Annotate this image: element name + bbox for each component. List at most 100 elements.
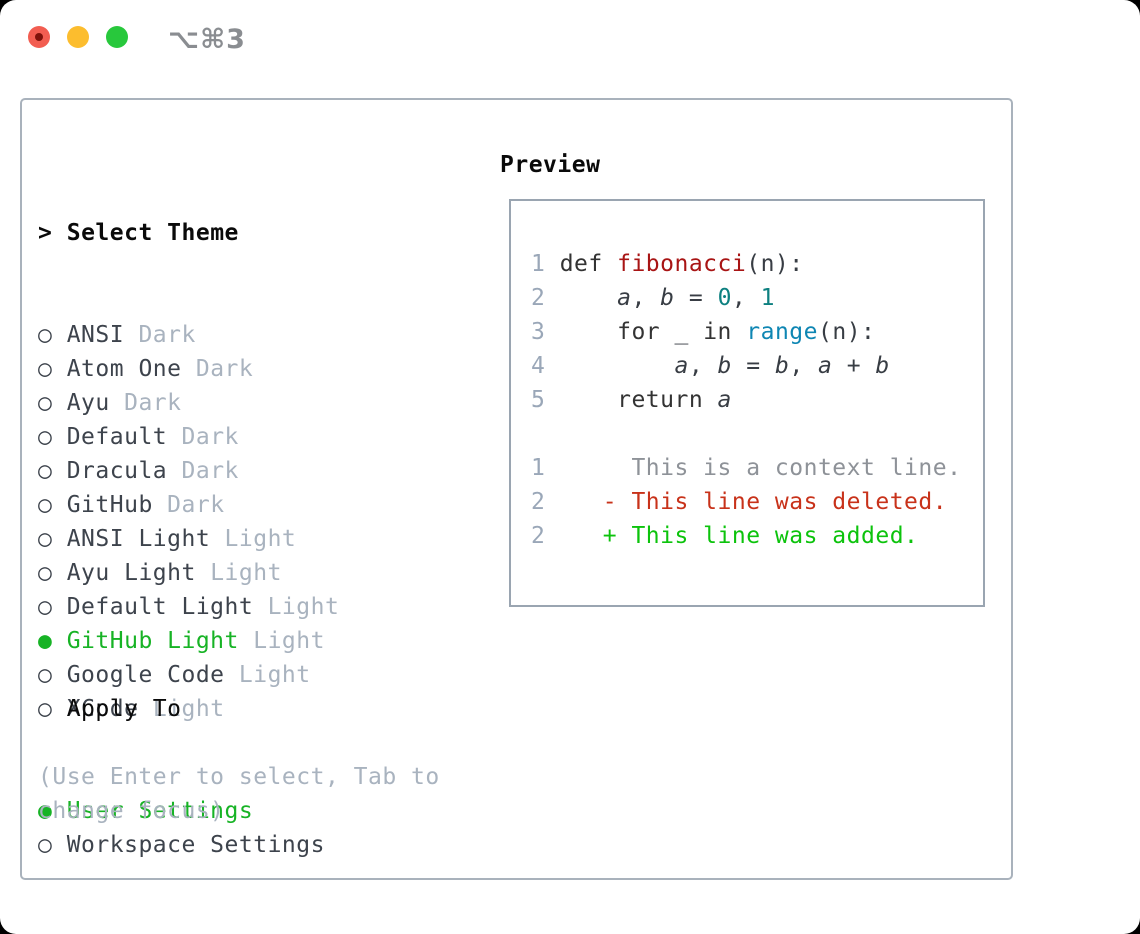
theme-option-ansi[interactable]: ○ ANSI Dark	[38, 318, 339, 352]
code-line: 2 + This line was added.	[531, 519, 961, 553]
theme-name: XCode	[66, 696, 139, 722]
radio-unselected-icon: ○	[38, 492, 67, 518]
apply-to-header: Apply To	[66, 696, 182, 722]
theme-option-google-code[interactable]: ○ Google Code Light	[38, 658, 339, 692]
code-segment: 0	[717, 285, 732, 311]
line-number: 2	[531, 523, 560, 549]
code-line: 2 a, b = 0, 1	[531, 281, 961, 315]
theme-variant-tag: Dark	[124, 390, 182, 416]
theme-option-dracula[interactable]: ○ Dracula Dark	[38, 454, 339, 488]
theme-variant-tag: Dark	[138, 322, 196, 348]
code-segment: range	[746, 319, 818, 345]
theme-option-default-light[interactable]: ○ Default Light Light	[38, 590, 339, 624]
apply-to-header-row: Apply To	[38, 692, 325, 726]
code-line: 5 return a	[531, 383, 961, 417]
code-segment: a	[818, 353, 833, 379]
code-segment: return	[617, 387, 704, 413]
apply-option-label: Workspace Settings	[66, 832, 325, 858]
zoom-button-icon[interactable]	[106, 26, 128, 48]
code-segment: This is a context line.	[559, 455, 962, 481]
theme-name: ANSI	[66, 322, 125, 348]
apply-option-workspace-settings[interactable]: ○ Workspace Settings	[38, 828, 325, 862]
theme-option-ayu[interactable]: ○ Ayu Dark	[38, 386, 339, 420]
theme-variant-tag: Light	[152, 696, 225, 722]
theme-name: Ayu	[66, 390, 110, 416]
code-line: 1 This is a context line.	[531, 451, 961, 485]
theme-name: GitHub Light	[66, 628, 239, 654]
theme-name: Google Code	[66, 662, 225, 688]
theme-option-github[interactable]: ○ GitHub Dark	[38, 488, 339, 522]
code-segment: =	[674, 285, 718, 311]
code-segment: _	[660, 319, 704, 345]
theme-option-ayu-light[interactable]: ○ Ayu Light Light	[38, 556, 339, 590]
code-segment	[560, 319, 617, 345]
code-segment: ,	[731, 285, 761, 311]
code-segment	[732, 319, 746, 345]
code-segment: b	[717, 353, 732, 379]
code-segment	[703, 387, 717, 413]
code-line: 4 a, b = b, a + b	[531, 349, 961, 383]
close-button-icon[interactable]	[28, 26, 50, 48]
theme-variant-tag: Light	[253, 628, 325, 654]
line-number: 2	[531, 285, 560, 311]
theme-option-github-light[interactable]: ● GitHub Light Light	[38, 624, 339, 658]
code-segment: a	[617, 285, 632, 311]
code-segment: ,	[789, 353, 819, 379]
theme-name: Ayu Light	[66, 560, 196, 586]
code-line: 2 - This line was deleted.	[531, 485, 961, 519]
theme-name: Atom One	[66, 356, 182, 382]
line-number: 2	[531, 489, 560, 515]
code-segment: def	[559, 251, 618, 277]
code-line: 3 for _ in range(n):	[531, 315, 961, 349]
code-segment: b	[774, 353, 790, 379]
apply-to-item-list: ● User Settings○ Workspace Settings	[38, 794, 325, 862]
spacer	[110, 390, 124, 416]
radio-unselected-icon: ○	[38, 696, 67, 722]
theme-name: GitHub	[66, 492, 153, 518]
theme-option-atom-one[interactable]: ○ Atom One Dark	[38, 352, 339, 386]
radio-selected-icon: ●	[38, 798, 67, 824]
line-number: 1	[531, 455, 560, 481]
theme-variant-tag: Dark	[181, 458, 239, 484]
code-segment	[560, 387, 617, 413]
minimize-button-icon[interactable]	[67, 26, 89, 48]
code-segment: (n):	[818, 319, 876, 345]
code-segment	[560, 353, 675, 379]
code-segment: a	[717, 387, 732, 413]
theme-option-xcode[interactable]: ○ XCode Light	[38, 692, 339, 726]
code-line	[531, 417, 961, 451]
code-segment: 1	[760, 285, 775, 311]
code-segment: (n):	[746, 251, 804, 277]
code-segment: for	[617, 319, 661, 345]
radio-unselected-icon: ○	[38, 356, 67, 382]
apply-option-label: User Settings	[66, 798, 254, 824]
spacer	[253, 594, 267, 620]
code-segment	[560, 285, 617, 311]
line-number: 5	[531, 387, 560, 413]
prompt-icon: >	[38, 220, 53, 246]
line-number: 3	[531, 319, 560, 345]
theme-variant-tag: Dark	[181, 424, 239, 450]
code-segment: fibonacci	[617, 251, 747, 277]
code-segment: +	[832, 353, 876, 379]
theme-name: Default Light	[66, 594, 254, 620]
theme-name: Default	[66, 424, 168, 450]
radio-unselected-icon: ○	[38, 424, 67, 450]
theme-option-default[interactable]: ○ Default Dark	[38, 420, 339, 454]
spacer	[167, 458, 181, 484]
theme-menu-header-row: > Select Theme	[38, 216, 339, 250]
apply-option-user-settings[interactable]: ● User Settings	[38, 794, 325, 828]
code-segment: ,	[631, 285, 661, 311]
theme-menu-header: Select Theme	[66, 220, 239, 246]
theme-variant-tag: Light	[224, 526, 297, 552]
theme-variant-tag: Light	[238, 662, 311, 688]
line-number: 4	[531, 353, 560, 379]
titlebar: ⌥⌘3	[0, 0, 1140, 74]
theme-variant-tag: Dark	[195, 356, 254, 382]
code-segment: - This line was deleted.	[559, 489, 948, 515]
theme-option-ansi-light[interactable]: ○ ANSI Light Light	[38, 522, 339, 556]
radio-unselected-icon: ○	[38, 390, 67, 416]
